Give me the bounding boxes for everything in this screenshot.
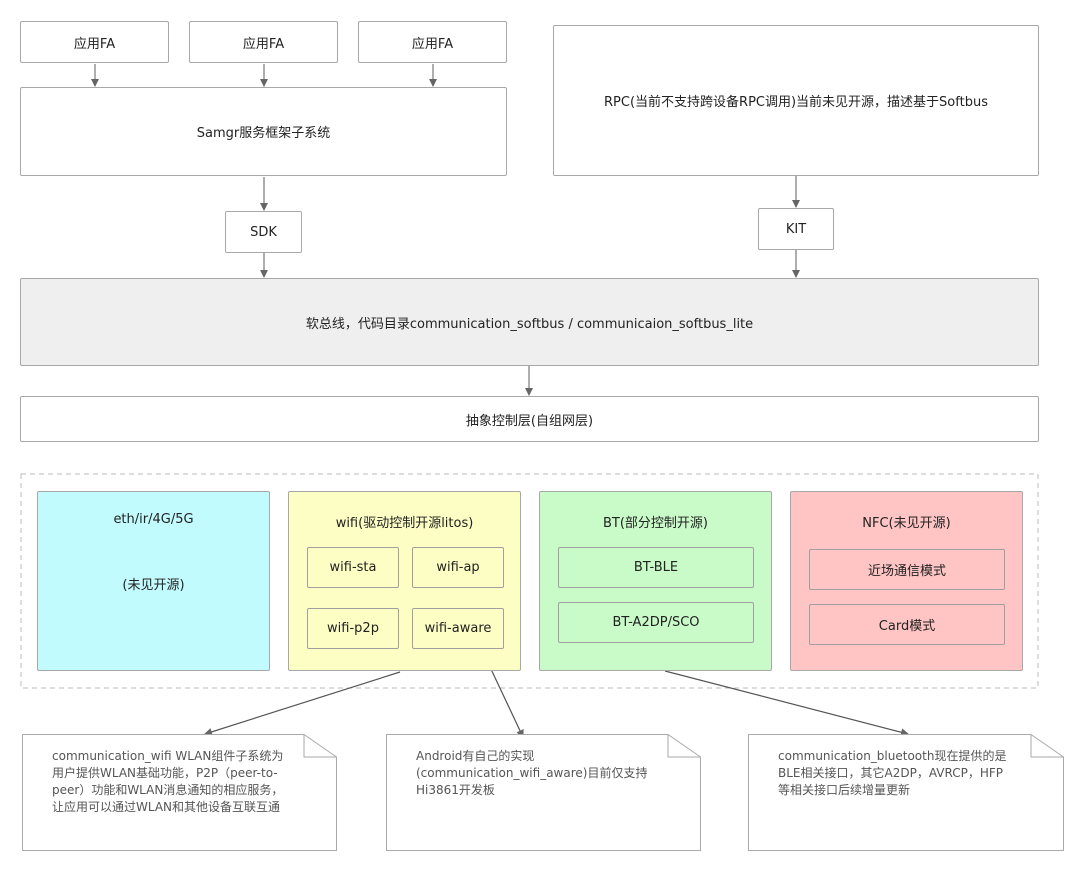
eth-panel-subtitle: (未见开源) [122, 578, 185, 593]
wifi-ap-box: wifi-ap [412, 547, 504, 588]
nfc-card-mode-label: Card模式 [878, 619, 936, 634]
rpc-label: RPC(当前不支持跨设备RPC调用)当前未见开源，描述基于Softbus [604, 95, 988, 110]
sdk-box: SDK [225, 211, 302, 253]
softbus-label: 软总线，代码目录communication_softbus / communic… [305, 316, 754, 332]
bluetooth-note-text: communication_bluetooth现在提供的是 BLE相关接口，其它… [778, 749, 1007, 797]
wifi-aware-note: Android有自己的实现 (communication_wifi_aware)… [386, 734, 701, 851]
note-frame [22, 734, 337, 851]
bluetooth-note: communication_bluetooth现在提供的是 BLE相关接口，其它… [748, 734, 1064, 851]
nfc-panel-title: NFC(未见开源) [862, 516, 951, 531]
kit-label: KIT [785, 221, 807, 237]
bt-ble-label: BT-BLE [633, 560, 679, 575]
app-fa-box-3: 应用FA [358, 21, 507, 63]
nfc-near-field-label: 近场通信模式 [867, 564, 946, 579]
abstraction-layer-box: 抽象控制层(自组网层) [20, 396, 1039, 442]
eth-panel-title: eth/ir/4G/5G [113, 512, 194, 527]
wifi-panel-title: wifi(驱动控制开源litos) [335, 516, 474, 531]
softbus-box: 软总线，代码目录communication_softbus / communic… [20, 278, 1039, 366]
wifi-note-text: communication_wifi WLAN组件子系统为 用户提供WLAN基础… [52, 749, 284, 814]
bt-ble-box: BT-BLE [558, 547, 754, 588]
wifi-p2p-box: wifi-p2p [307, 608, 399, 649]
adapter-group-border [20, 473, 1039, 689]
note-frame [748, 734, 1064, 851]
nfc-panel: NFC(未见开源) 近场通信模式 Card模式 [790, 491, 1023, 671]
arrow-bt-note [664, 670, 909, 737]
note-frame [386, 734, 701, 851]
bt-panel: BT(部分控制开源) BT-BLE BT-A2DP/SCO [539, 491, 772, 671]
samgr-box: Samgr服务框架子系统 [20, 87, 507, 176]
wifi-note: communication_wifi WLAN组件子系统为 用户提供WLAN基础… [22, 734, 337, 851]
samgr-label: Samgr服务框架子系统 [196, 126, 331, 141]
app-fa-label: 应用FA [411, 36, 454, 52]
eth-panel: eth/ir/4G/5G (未见开源) [37, 491, 270, 671]
sdk-label: SDK [250, 224, 277, 240]
abstraction-layer-label: 抽象控制层(自组网层) [465, 413, 594, 429]
wifi-sta-box: wifi-sta [307, 547, 399, 588]
app-fa-label: 应用FA [73, 36, 116, 52]
app-fa-box-1: 应用FA [20, 21, 169, 63]
bt-panel-title: BT(部分控制开源) [602, 516, 708, 531]
app-fa-box-2: 应用FA [189, 21, 338, 63]
nfc-near-field-box: 近场通信模式 [809, 549, 1005, 590]
wifi-aware-box: wifi-aware [412, 608, 504, 649]
app-fa-label: 应用FA [242, 36, 285, 52]
arrow-wifi-note [204, 671, 401, 736]
wifi-panel: wifi(驱动控制开源litos) wifi-sta wifi-ap wifi-… [288, 491, 521, 671]
wifi-p2p-label: wifi-p2p [327, 621, 379, 636]
wifi-ap-label: wifi-ap [436, 560, 480, 575]
wifi-aware-note-text: Android有自己的实现 (communication_wifi_aware)… [416, 749, 648, 797]
bt-a2dp-label: BT-A2DP/SCO [612, 615, 700, 630]
kit-box: KIT [758, 208, 834, 250]
bt-a2dp-box: BT-A2DP/SCO [558, 602, 754, 643]
nfc-card-mode-box: Card模式 [809, 604, 1005, 645]
wifi-aware-label: wifi-aware [424, 621, 492, 636]
wifi-sta-label: wifi-sta [329, 560, 377, 575]
rpc-box: RPC(当前不支持跨设备RPC调用)当前未见开源，描述基于Softbus [553, 25, 1039, 176]
